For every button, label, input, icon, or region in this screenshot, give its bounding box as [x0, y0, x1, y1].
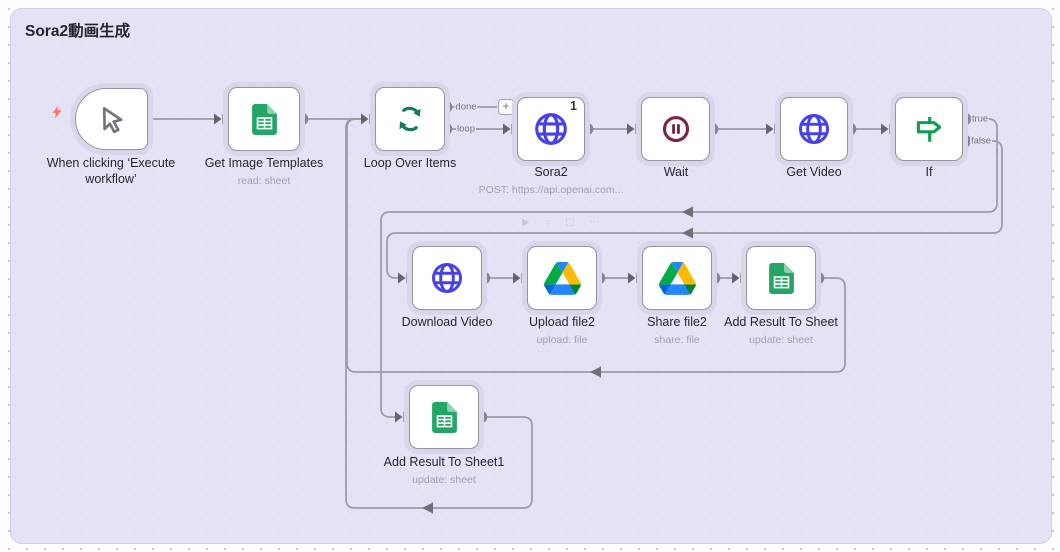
- node-get-video[interactable]: [780, 97, 848, 161]
- node-label: Share file2: [647, 315, 707, 329]
- input-port[interactable]: [222, 113, 227, 125]
- input-port[interactable]: [636, 272, 641, 284]
- edge-label-loop: loop: [456, 123, 476, 135]
- node-sublabel: upload: file: [536, 333, 588, 346]
- node-loop-over-items[interactable]: [375, 87, 445, 151]
- input-port[interactable]: [774, 123, 779, 135]
- node-label: Sora2: [534, 165, 568, 179]
- node-wait[interactable]: [641, 97, 710, 161]
- node-share-file2[interactable]: [642, 246, 712, 310]
- cursor-icon: [102, 107, 123, 134]
- input-port[interactable]: [403, 411, 408, 423]
- edge-arrow: [422, 502, 433, 514]
- signpost-icon: [916, 116, 942, 142]
- input-port-arrow: [503, 123, 511, 135]
- node-sublabel: read: sheet: [237, 174, 291, 187]
- add-node-button[interactable]: +: [498, 99, 514, 115]
- input-port-arrow: [513, 272, 521, 284]
- input-port-arrow: [214, 113, 222, 125]
- input-port-arrow: [361, 113, 369, 125]
- node-label: Wait: [663, 165, 689, 179]
- input-port[interactable]: [635, 123, 640, 135]
- input-port-arrow: [732, 272, 740, 284]
- input-port[interactable]: [740, 272, 745, 284]
- node-sora2[interactable]: 1: [517, 97, 585, 161]
- trigger-bolt-icon: [52, 105, 62, 119]
- globe-icon: [432, 263, 462, 293]
- input-port-arrow: [395, 411, 403, 423]
- node-label: If: [925, 165, 933, 179]
- pause-icon: [662, 115, 689, 143]
- input-port[interactable]: [406, 272, 411, 284]
- edge-arrow: [682, 227, 693, 239]
- google-drive-icon: [658, 261, 696, 295]
- input-port[interactable]: [521, 272, 526, 284]
- node-add-result-to-sheet[interactable]: [746, 246, 816, 310]
- edge-arrow: [682, 206, 693, 218]
- input-port[interactable]: [369, 113, 374, 125]
- node-manual-trigger[interactable]: [75, 88, 148, 150]
- node-sublabel: update: sheet: [749, 333, 813, 346]
- node-label: Loop Over Items: [363, 156, 457, 170]
- loop-icon: [399, 106, 421, 132]
- google-sheets-icon: [768, 262, 794, 294]
- input-port[interactable]: [889, 123, 894, 135]
- input-port-arrow: [766, 123, 774, 135]
- node-if[interactable]: [895, 97, 963, 161]
- globe-icon: [799, 114, 829, 144]
- node-sublabel: update: sheet: [412, 473, 476, 486]
- google-drive-icon: [543, 261, 581, 295]
- node-sublabel: share: file: [654, 333, 700, 346]
- input-port-arrow: [628, 272, 636, 284]
- node-get-image-templates[interactable]: [228, 87, 300, 151]
- node-add-result-to-sheet1[interactable]: [409, 385, 479, 449]
- edge-sheet1-to-loop[interactable]: [345, 118, 533, 509]
- node-download-video[interactable]: [412, 246, 482, 310]
- node-sublabel: POST: https://api.openai.com...: [478, 183, 624, 196]
- node-hover-toolbar[interactable]: ▶ ○ ▢ ⋯: [522, 217, 606, 228]
- google-sheets-icon: [251, 103, 277, 135]
- node-label: Get Video: [786, 165, 842, 179]
- google-sheets-icon: [431, 401, 457, 433]
- node-label: Download Video: [401, 315, 493, 329]
- globe-icon: [535, 113, 567, 145]
- input-port-arrow: [627, 123, 635, 135]
- items-count-badge: 1: [570, 99, 577, 113]
- edge-label-false: false: [969, 135, 993, 147]
- input-port-arrow: [881, 123, 889, 135]
- edge-label-done: done: [454, 101, 478, 113]
- node-label: Upload file2: [528, 315, 596, 329]
- edge-if-false-to-download[interactable]: [386, 140, 1003, 279]
- node-label: Add Result To Sheet: [724, 315, 838, 329]
- node-upload-file2[interactable]: [527, 246, 597, 310]
- edge-label-true: true: [970, 113, 990, 125]
- node-label: When clicking ‘Execute workflow’: [46, 156, 176, 186]
- node-label: Add Result To Sheet1: [383, 455, 505, 469]
- edge-arrow: [590, 366, 601, 378]
- input-port-arrow: [398, 272, 406, 284]
- sticky-title: Sora2動画生成: [25, 23, 131, 40]
- input-port[interactable]: [511, 123, 516, 135]
- node-label: Get Image Templates: [204, 156, 324, 170]
